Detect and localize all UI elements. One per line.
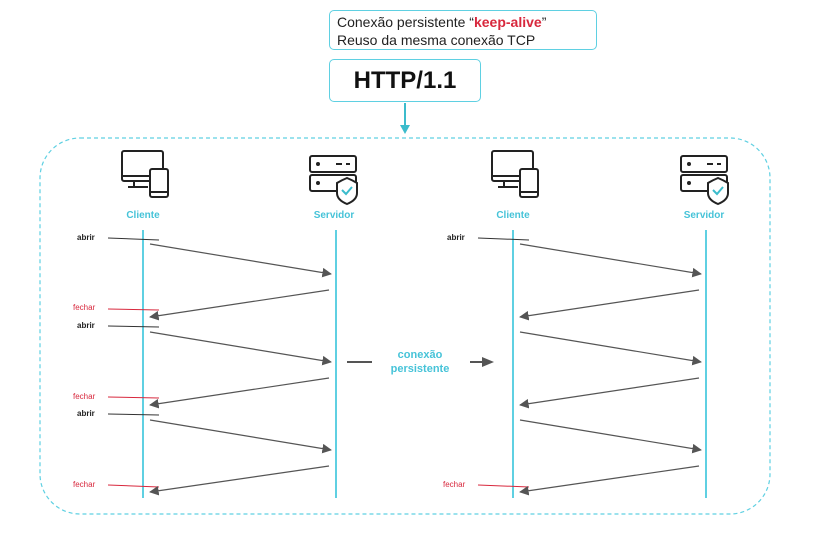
request-arrow [519, 331, 702, 366]
request-arrow [149, 419, 332, 454]
close-event-label: fechar [443, 480, 466, 489]
server-shield-icon [680, 155, 729, 206]
request-arrow [149, 243, 332, 278]
response-arrow [519, 289, 700, 321]
server-label: Servidor [684, 210, 725, 221]
client-computer-icon [491, 150, 539, 198]
note-line-2: Reuso da mesma conexão TCP [337, 32, 536, 48]
note-box: Conexão persistente “keep-alive” Reuso d… [329, 10, 597, 50]
close-marker [107, 396, 160, 399]
server-shield-icon [309, 155, 358, 206]
client-label: Cliente [496, 210, 530, 221]
close-event-label: fechar [73, 303, 96, 312]
server-label: Servidor [314, 210, 355, 221]
note-text: Conexão persistente “ [337, 14, 474, 30]
client-label: Cliente [126, 210, 160, 221]
response-arrow [149, 289, 330, 321]
close-marker [107, 308, 160, 311]
diagram-container [39, 137, 771, 515]
open-marker [477, 237, 530, 241]
note-line-1: Conexão persistente “keep-alive” [337, 13, 589, 31]
request-arrow [519, 243, 702, 278]
protocol-title: HTTP/1.1 [329, 59, 481, 102]
response-arrow [149, 465, 330, 496]
request-arrow [519, 419, 702, 454]
open-marker [107, 325, 160, 328]
keep-alive-keyword: keep-alive [473, 14, 542, 30]
close-event-label: fechar [73, 480, 96, 489]
persistent-label-line-1: conexão [398, 349, 443, 361]
open-event-label: abrir [447, 233, 465, 242]
open-marker [107, 413, 160, 416]
request-arrow [149, 331, 332, 366]
persistent-label-line-2: persistente [391, 363, 450, 375]
response-arrow [519, 377, 700, 409]
open-event-label: abrir [77, 409, 95, 418]
open-marker [107, 237, 160, 241]
client-computer-icon [121, 150, 169, 198]
close-marker [107, 484, 160, 488]
open-event-label: abrir [77, 233, 95, 242]
response-arrow [149, 377, 330, 409]
close-event-label: fechar [73, 392, 96, 401]
open-event-label: abrir [77, 321, 95, 330]
persistent-arrowhead [482, 357, 494, 367]
close-marker [477, 484, 530, 488]
response-arrow [519, 465, 700, 496]
title-connector-arrowhead [400, 125, 410, 134]
note-quote: ” [541, 14, 547, 30]
